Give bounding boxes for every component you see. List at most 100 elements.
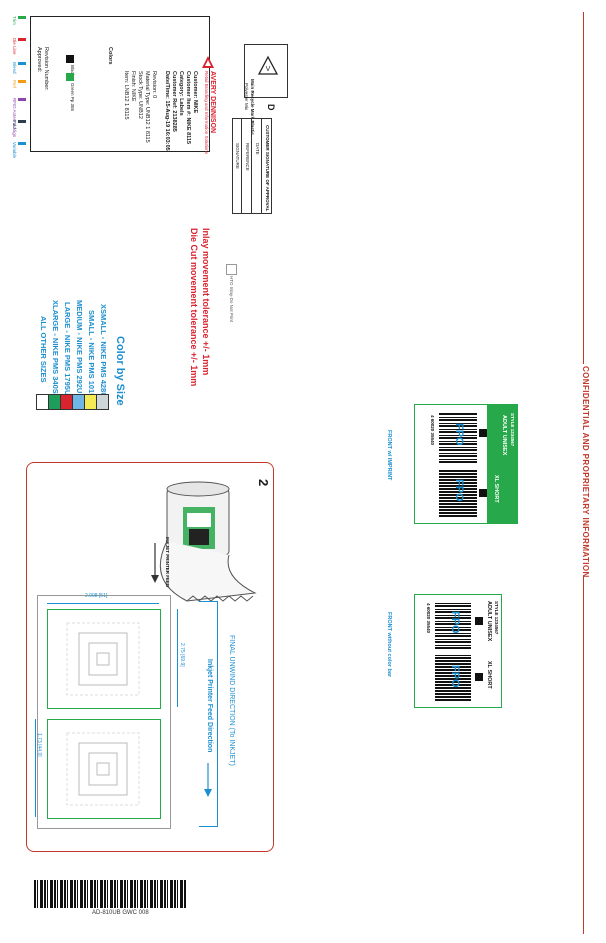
front-imprint-label: FRONT w/ IMPRINT xyxy=(386,430,392,481)
header-field-4: Date/Time: 15-Aug-19 16:03:05 xyxy=(164,71,170,151)
label-2-trim xyxy=(47,719,161,819)
size-small: SMALL - NIKE PMS 101U xyxy=(87,310,96,399)
legend-perf: Perf xyxy=(12,80,17,89)
legend-rfid: RFID Antenna Align xyxy=(12,98,17,138)
approval-line1: CUSTOMER SIGNATURE OF APPROVAL xyxy=(265,125,270,212)
header-field-3: Customer Ref: 2138285 xyxy=(171,71,177,132)
confidential-label: CONFIDENTIAL AND PROPRIETARY INFORMATION xyxy=(581,366,590,578)
approval-line3: REFERENCE xyxy=(245,143,250,171)
tag1-size: ADULT UNISEX xyxy=(501,415,507,456)
feed-direction: Inkjet Printer Feed Direction xyxy=(206,659,213,753)
approval-line2: DATE xyxy=(255,143,260,155)
spec-header: AVERY DENNISON Retail Branding and Infor… xyxy=(30,16,216,155)
swatch-xlarge xyxy=(48,394,61,410)
rfid-antenna-2-icon xyxy=(66,732,140,806)
feed-arrow-icon xyxy=(151,543,159,583)
legend-bleed-swatch xyxy=(18,62,26,65)
size-xlarge: XLARGE - NIKE PMS 340SU xyxy=(51,300,60,400)
tag1-short: XL SHORT xyxy=(493,475,499,503)
width-dim-line xyxy=(47,603,159,604)
approval-letter: D xyxy=(266,104,276,111)
approval-line4: SIGNATURE xyxy=(235,143,240,169)
width-dim: 2.008 [51] xyxy=(85,593,108,599)
tag1-qr xyxy=(479,429,487,437)
legend-variable: Variable xyxy=(12,142,17,159)
color-green-label: Green Pp 355 xyxy=(70,83,75,112)
approved: Approved: xyxy=(36,47,42,73)
legend-dieline: Die Line xyxy=(12,38,17,55)
height-dim: 2.75 [69.9] xyxy=(179,643,185,667)
header-field2-4: Item: LNB12 1 8115 xyxy=(123,71,129,120)
tolerance-inlay: Inlay movement tolerance +/- 1mm xyxy=(201,228,211,376)
confidential-rule-bottom xyxy=(583,576,584,934)
revision-number: Revision Number: xyxy=(43,47,49,91)
tag2-style: STYLE 1234567 xyxy=(494,601,499,635)
tag2-qr xyxy=(475,617,483,625)
unwind-bracket xyxy=(199,601,218,827)
swatch-xsmall xyxy=(96,394,109,410)
color-chip-green xyxy=(66,73,74,81)
tag1-upc: 4 60020 35540 xyxy=(430,415,435,446)
color-chip-black xyxy=(66,55,74,63)
unwind-direction: FINAL UNWIND DIRECTION (To INKJET) xyxy=(228,635,235,766)
tag1-style: STYLE 1234567 xyxy=(510,413,515,447)
tag2-fpo-1: FPO xyxy=(449,611,461,634)
legend-fold: Fold xyxy=(12,120,17,129)
tag2-upc: 4 60020 35540 xyxy=(426,603,431,634)
height-dim-line xyxy=(177,609,178,707)
size-medium: MEDIUM - NIKE PMS 292U xyxy=(75,300,84,394)
header-field-0: Customer: NIKE xyxy=(192,71,198,114)
inkjet-printer-feed: INKJET PRINTER FEED xyxy=(165,537,170,588)
recycle-box: V Main Recycle Mark Plastic Polyester Mi… xyxy=(244,44,288,135)
recycle-sub: Polyester Mix xyxy=(244,83,249,111)
label-roll-illustration xyxy=(159,481,257,602)
tag2-short: XL SHORT xyxy=(486,661,492,689)
swatch-small xyxy=(84,394,97,410)
legend xyxy=(18,16,26,176)
tag1-qr-2 xyxy=(479,489,487,497)
brand-name: AVERY DENNISON xyxy=(209,71,216,134)
legend-variable-swatch xyxy=(18,142,26,145)
do-not-print-note: HTO Inlay-Do Not Print xyxy=(229,276,234,323)
feed-direction-arrow-icon xyxy=(204,763,212,797)
svg-text:V: V xyxy=(266,66,271,73)
size-xsmall: XSMALL - NIKE PMS 428U xyxy=(99,304,108,398)
legend-trim: Trim xyxy=(12,16,17,25)
front-no-bar-label: FRONT without color bar xyxy=(386,612,392,678)
legend-bleed: Bleed xyxy=(12,62,17,74)
header-field-1: Customer Item #: NIKE 8115 xyxy=(185,71,191,145)
tag-front-no-bar: STYLE 1234567 ADULT UNISEX XL SHORT FPO … xyxy=(414,594,502,708)
brand-tagline: Retail Branding and Information Solution… xyxy=(204,71,209,155)
tag-front-imprint: STYLE 1234567 ADULT UNISEX XL SHORT FPO … xyxy=(414,404,518,524)
colors-label: Colors xyxy=(107,47,113,65)
tag1-fpo-2: FPO xyxy=(453,479,465,502)
tag-color-bar xyxy=(487,405,517,523)
header-field2-2: Stock Type: UNB12 xyxy=(137,71,143,119)
tolerance-diecut: Die Cut movement tolerance +/- 1mm xyxy=(189,228,199,387)
header-field2-3: Finish: NIKE xyxy=(130,71,136,102)
header-field2-0: Revision: 0 xyxy=(151,71,157,99)
label-layout-outer xyxy=(37,595,171,829)
header-field2-1: Material Type: UNB12 1 8115 xyxy=(144,71,150,143)
legend-dieline-swatch xyxy=(18,38,26,41)
tag2-qr-2 xyxy=(475,673,483,681)
gap-dim: 1.73 [44.0] xyxy=(36,733,42,757)
size-large: LARGE - NIKE PMS 1795U xyxy=(63,302,72,396)
tag2-fpo-2: FPO xyxy=(449,665,461,688)
confidential-rule-top xyxy=(583,12,584,364)
unwind-panel: 2 INKJET PRINTER FEED 2.008 [51] 2.75 [6… xyxy=(26,462,274,852)
avery-logo-icon xyxy=(202,56,214,68)
tag1-barcode-1 xyxy=(439,413,477,463)
legend-rfid-swatch xyxy=(18,98,26,101)
header-field-2: Category: Labels xyxy=(178,71,184,116)
legend-perf-swatch xyxy=(18,80,26,83)
footer-barcode xyxy=(34,880,186,908)
tag2-barcode-2 xyxy=(435,655,471,701)
color-by-size-title: Color by Size xyxy=(114,336,126,406)
legend-fold-swatch xyxy=(18,120,26,123)
do-not-print-swatch xyxy=(226,264,237,275)
tag2-size: ADULT UNISEX xyxy=(486,601,492,642)
approval-box: CUSTOMER SIGNATURE OF APPROVAL DATE REFE… xyxy=(232,118,272,214)
recycle-triangle-icon: V xyxy=(257,55,279,75)
swatch-medium xyxy=(72,394,85,410)
